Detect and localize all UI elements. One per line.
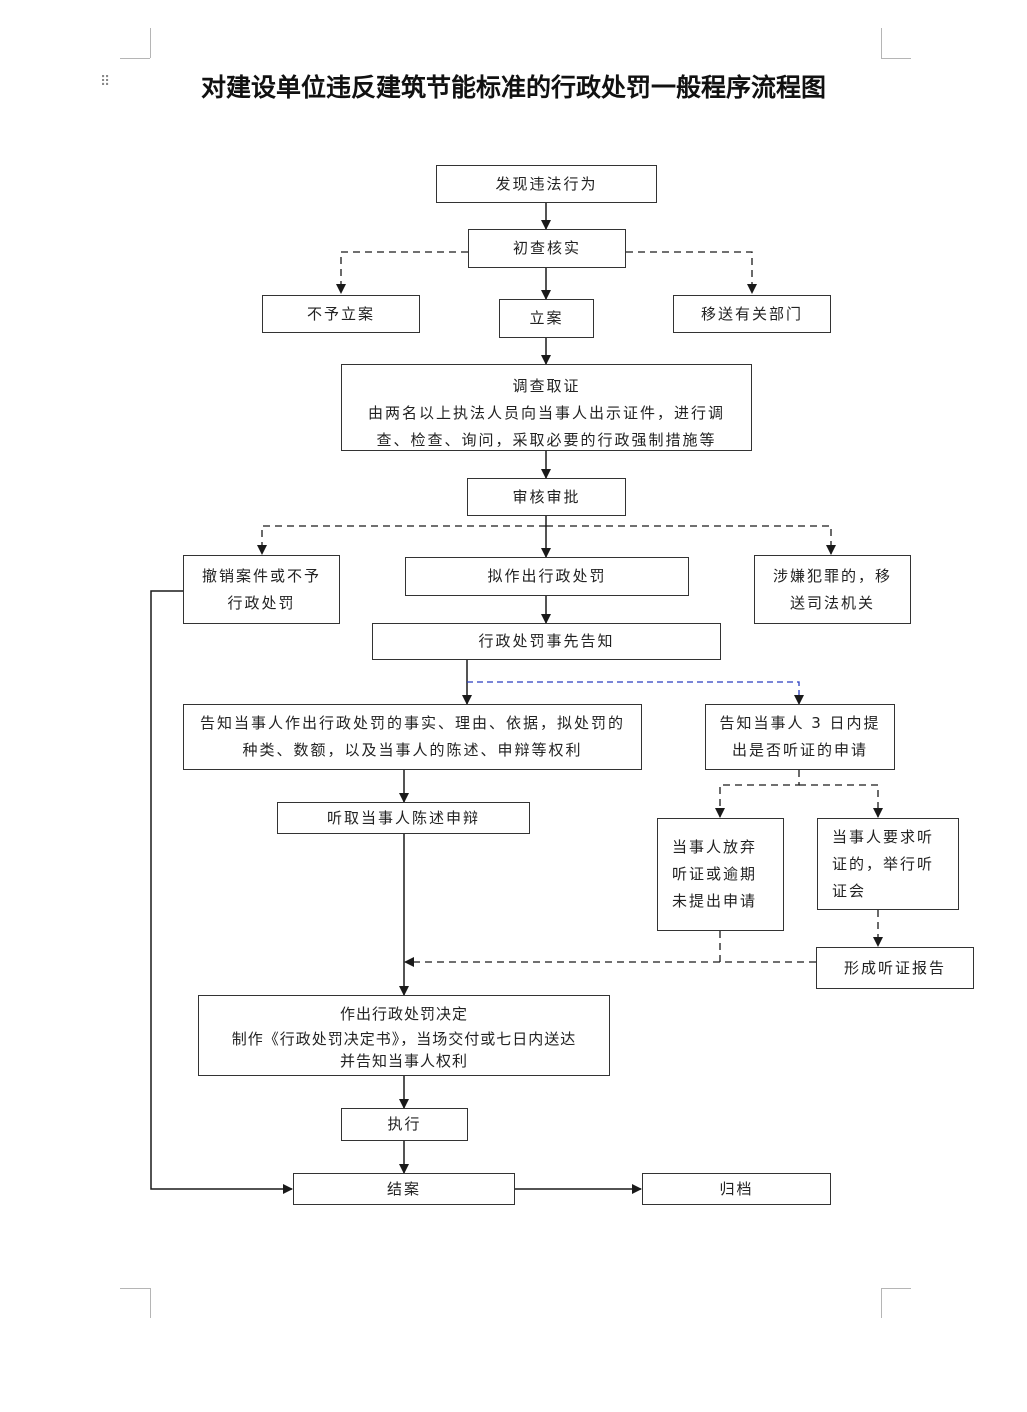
node-label: 发现违法行为 <box>495 174 598 193</box>
node-label: 立案 <box>529 309 564 327</box>
node-archive: 归档 <box>642 1173 831 1205</box>
node-discover-violation: 发现违法行为 <box>436 165 657 203</box>
node-label-line1: 当事人放弃 <box>672 838 758 856</box>
node-criminal-transfer: 涉嫌犯罪的，移 送司法机关 <box>754 555 911 624</box>
crop-mark-top-left-v <box>150 28 151 58</box>
node-review-approve: 审核审批 <box>467 478 626 516</box>
node-label-line2: 送司法机关 <box>789 593 875 612</box>
arrow-notice-to-hearing <box>467 681 804 705</box>
node-label: 归档 <box>719 1179 754 1198</box>
node-transfer-dept: 移送有关部门 <box>673 295 831 333</box>
arrow-hearing-to-request <box>799 784 883 818</box>
node-label: 初查核实 <box>512 239 581 257</box>
node-label-line1: 撤销案件或不予 <box>201 566 321 585</box>
crop-mark-bottom-right-h <box>881 1288 911 1289</box>
node-label-line2: 制作《行政处罚决定书》，当场交付或七日内送达 <box>231 1029 577 1048</box>
node-label: 形成听证报告 <box>843 958 946 977</box>
node-label-line2: 行政处罚 <box>227 593 296 612</box>
node-label: 移送有关部门 <box>700 304 803 323</box>
arrow-review-to-criminal <box>546 525 836 555</box>
arrow-review-to-revoke <box>257 525 546 555</box>
node-label-line1: 当事人要求听 <box>832 827 935 846</box>
node-investigate: 调查取证 由两名以上执法人员向当事人出示证件，进行调 查、检查、询问，采取必要的… <box>341 364 752 451</box>
node-execute: 执行 <box>341 1108 468 1141</box>
node-label-line2: 种类、数额，以及当事人的陈述、申辩等权利 <box>242 741 583 759</box>
node-label-line2: 由两名以上执法人员向当事人出示证件，进行调 <box>367 404 725 422</box>
node-label: 行政处罚事先告知 <box>478 632 615 650</box>
node-notify-facts: 告知当事人作出行政处罚的事实、理由、依据，拟处罚的 种类、数额，以及当事人的陈述… <box>183 704 642 770</box>
node-label-line2: 出是否听证的申请 <box>731 741 868 759</box>
node-label-line2: 听证或逾期 <box>672 865 758 883</box>
table-move-handle-icon[interactable]: ⠿ <box>100 74 110 90</box>
crop-mark-top-right-h <box>881 58 911 59</box>
node-label: 结案 <box>386 1179 421 1198</box>
node-label: 拟作出行政处罚 <box>487 567 607 585</box>
node-label-line1: 调查取证 <box>512 377 581 395</box>
node-label-line3: 并告知当事人权利 <box>339 1051 468 1070</box>
arrow-hearing-to-waive <box>715 770 800 818</box>
node-penalty-decision: 作出行政处罚决定 制作《行政处罚决定书》，当场交付或七日内送达 并告知当事人权利 <box>198 995 610 1076</box>
node-hear-statement: 听取当事人陈述申辩 <box>277 802 530 834</box>
node-label: 执行 <box>387 1115 422 1133</box>
crop-mark-bottom-right-v <box>881 1288 882 1318</box>
node-label-line3: 查、检查、询问，采取必要的行政强制措施等 <box>376 431 717 449</box>
node-draft-penalty: 拟作出行政处罚 <box>405 557 689 596</box>
arrow-preliminary-to-no-case <box>336 251 468 294</box>
node-label-line3: 未提出申请 <box>672 892 758 910</box>
node-hearing-report: 形成听证报告 <box>816 947 974 989</box>
page-title: 对建设单位违反建筑节能标准的行政处罚一般程序流程图 <box>200 73 826 102</box>
node-label-line1: 作出行政处罚决定 <box>339 1004 468 1023</box>
node-no-case: 不予立案 <box>262 295 420 333</box>
crop-mark-top-left-h <box>120 58 150 59</box>
node-prior-notice: 行政处罚事先告知 <box>372 623 721 660</box>
node-label: 听取当事人陈述申辩 <box>326 808 480 827</box>
node-request-hearing: 当事人要求听 证的，举行听 证会 <box>817 818 959 910</box>
node-label-line3: 证会 <box>832 881 867 900</box>
node-waive-hearing: 当事人放弃 听证或逾期 未提出申请 <box>657 818 784 931</box>
node-close-case: 结案 <box>293 1173 515 1205</box>
arrow-preliminary-to-transfer <box>626 251 757 294</box>
node-label-line1: 告知当事人 3 日内提 <box>719 714 881 732</box>
crop-mark-bottom-left-h <box>120 1288 150 1289</box>
node-preliminary-check: 初查核实 <box>468 229 626 268</box>
crop-mark-top-right-v <box>881 28 882 58</box>
arrow-revoke-to-close <box>150 590 293 1194</box>
node-label-line1: 涉嫌犯罪的，移 <box>772 566 892 585</box>
node-label-line2: 证的，举行听 <box>832 854 935 873</box>
node-file-case: 立案 <box>499 299 594 338</box>
crop-mark-bottom-left-v <box>150 1288 151 1318</box>
node-revoke-case: 撤销案件或不予 行政处罚 <box>183 555 340 624</box>
node-label-line1: 告知当事人作出行政处罚的事实、理由、依据，拟处罚的 <box>199 714 625 732</box>
node-label: 审核审批 <box>512 487 581 506</box>
node-label: 不予立案 <box>306 304 375 323</box>
node-notify-hearing: 告知当事人 3 日内提 出是否听证的申请 <box>705 704 895 770</box>
